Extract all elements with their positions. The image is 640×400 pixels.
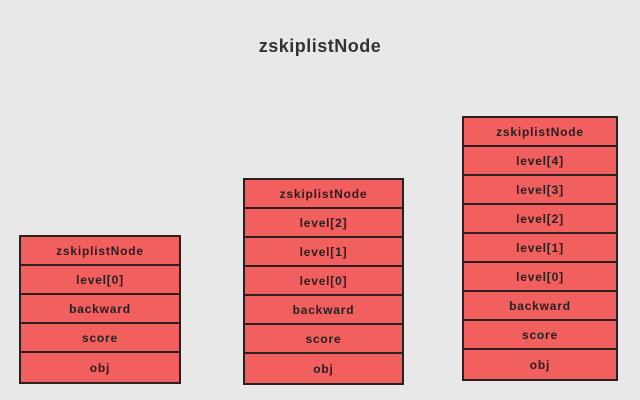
node-field-cell: level[3] — [464, 176, 616, 205]
node-field-cell: level[0] — [245, 267, 402, 296]
node-field-cell: level[1] — [245, 238, 402, 267]
node-field-cell: obj — [89, 360, 111, 375]
node-field-cell: level[4] — [464, 147, 616, 176]
node-header-cell: zskiplistNode — [21, 237, 179, 266]
node-field-cell: score — [21, 324, 179, 353]
node-field-cell: backward — [245, 296, 402, 325]
node-table-medium: zskiplistNode level[2] level[1] level[0]… — [243, 178, 404, 385]
diagram-title: zskiplistNode — [258, 36, 382, 56]
node-field-cell: backward — [464, 292, 616, 321]
node-field-cell: level[1] — [464, 234, 616, 263]
node-field-cell: score — [464, 321, 616, 350]
node-field-cell: level[0] — [464, 263, 616, 292]
node-field-cell: level[2] — [245, 209, 402, 238]
node-field-cell: level[2] — [464, 205, 616, 234]
node-header-cell: zskiplistNode — [245, 180, 402, 209]
node-field-cell: obj — [313, 361, 334, 376]
node-table-small: zskiplistNode level[0] backward score ob… — [19, 235, 181, 384]
node-table-large: zskiplistNode level[4] level[3] level[2]… — [462, 116, 618, 381]
node-field-cell: score — [245, 325, 402, 354]
node-header-cell: zskiplistNode — [464, 118, 616, 147]
node-field-cell: backward — [21, 295, 179, 324]
node-field-cell: obj — [529, 357, 551, 372]
node-field-cell: level[0] — [21, 266, 179, 295]
